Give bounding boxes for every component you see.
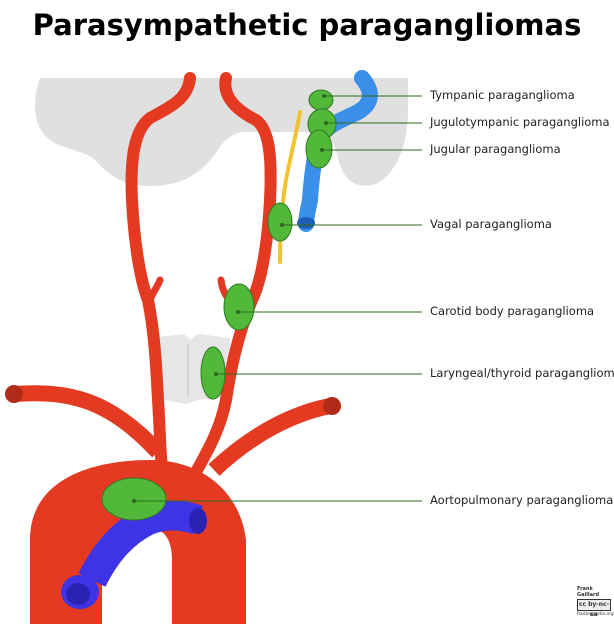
tympanic-tumor	[308, 89, 334, 111]
jugular-tumor	[305, 129, 333, 169]
left-subclavian-artery	[208, 398, 332, 476]
right-subclavian-artery	[13, 385, 164, 458]
laryngeal-tumor	[200, 346, 226, 400]
left-internal-carotid	[190, 72, 277, 478]
credit-author: Frank Gaillard	[577, 586, 600, 598]
label-laryngeal-thyroid: Laryngeal/thyroid paraganglioma	[430, 366, 614, 380]
vagal-tumor	[267, 202, 293, 242]
right-internal-carotid	[125, 72, 196, 474]
label-jugular: Jugular paraganglioma	[430, 142, 561, 156]
label-jugulotympanic: Jugulotympanic paraganglioma	[430, 115, 610, 129]
credit-block: Frank Gaillard cc by-nc-sa Radiopaedia.o…	[577, 586, 614, 618]
label-aortopulmonary: Aortopulmonary paraganglioma	[430, 493, 614, 507]
credit-site: Radiopaedia.org	[577, 612, 614, 617]
label-carotid-body: Carotid body paraganglioma	[430, 304, 595, 318]
right-external-carotid	[146, 276, 164, 304]
label-tympanic: Tympanic paraganglioma	[430, 88, 575, 102]
diagram-title: Parasympathetic paragangliomas	[32, 8, 582, 42]
license-badge: cc by-nc-sa	[577, 599, 611, 618]
carotid-body-tumor	[223, 283, 255, 331]
label-vagal: Vagal paraganglioma	[430, 217, 552, 231]
